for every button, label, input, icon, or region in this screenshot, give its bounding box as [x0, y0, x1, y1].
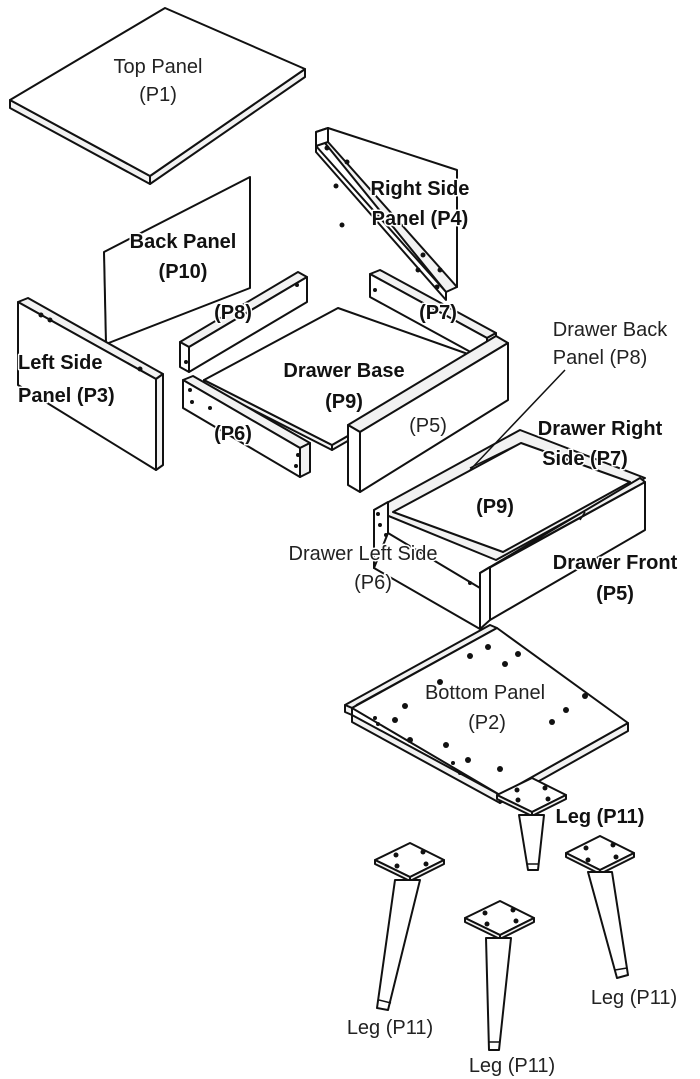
label-back-panel-code: (P10)	[159, 261, 208, 283]
label-drawer-back-panel-line2: Panel (P8)	[553, 347, 648, 369]
label-back-panel: Back Panel	[130, 231, 237, 253]
label-top-panel-code: (P1)	[139, 84, 177, 106]
label-top-panel: Top Panel	[114, 56, 203, 78]
rail-p6	[182, 375, 311, 478]
right-side-panel	[315, 127, 458, 301]
assembled-drawer	[373, 429, 646, 630]
label-left-side-panel: Left Side	[18, 352, 102, 374]
label-leg-2: Leg (P11)	[347, 1017, 433, 1039]
rail-p5	[347, 335, 509, 493]
rail-p8	[179, 271, 308, 373]
label-drawer-right-side: Drawer Right	[538, 418, 663, 440]
top-panel	[9, 7, 306, 185]
label-drawer-back-panel: Drawer Back	[553, 319, 668, 341]
label-leg-4: Leg (P11)	[469, 1055, 555, 1077]
leg-2	[374, 842, 445, 1011]
leg-4	[464, 900, 535, 1051]
label-leg-1: Leg (P11)	[556, 806, 645, 828]
label-drawer-left-side: Drawer Left Side	[289, 543, 438, 565]
label-leg-3: Leg (P11)	[591, 987, 677, 1009]
label-rail-p6: (P6)	[214, 423, 252, 445]
label-drawer-left-side-code: (P6)	[354, 572, 392, 594]
label-rail-p8: (P8)	[214, 302, 252, 324]
drawer-back-leader-line	[469, 369, 566, 471]
label-drawer-base: Drawer Base	[283, 360, 404, 382]
label-right-side-panel-line2: Panel (P4)	[372, 208, 469, 230]
label-bottom-panel-code: (P2)	[468, 712, 506, 734]
label-right-side-panel: Right Side	[371, 178, 470, 200]
label-drawer-front: Drawer Front	[553, 552, 678, 574]
label-drawer-front-code: (P5)	[596, 583, 634, 605]
left-side-panel	[17, 297, 164, 471]
leg-1	[496, 777, 567, 871]
back-panel	[103, 176, 251, 345]
label-drawer-right-side-line2: Side (P7)	[542, 448, 628, 470]
label-bottom-panel: Bottom Panel	[425, 682, 545, 704]
label-drawer-base-code: (P9)	[325, 391, 363, 413]
label-drawer-p9: (P9)	[476, 496, 514, 518]
label-rail-p7: (P7)	[419, 302, 457, 324]
leg-3	[565, 835, 635, 979]
label-left-side-panel-line2: Panel (P3)	[18, 385, 115, 407]
label-rail-p5: (P5)	[409, 415, 447, 437]
